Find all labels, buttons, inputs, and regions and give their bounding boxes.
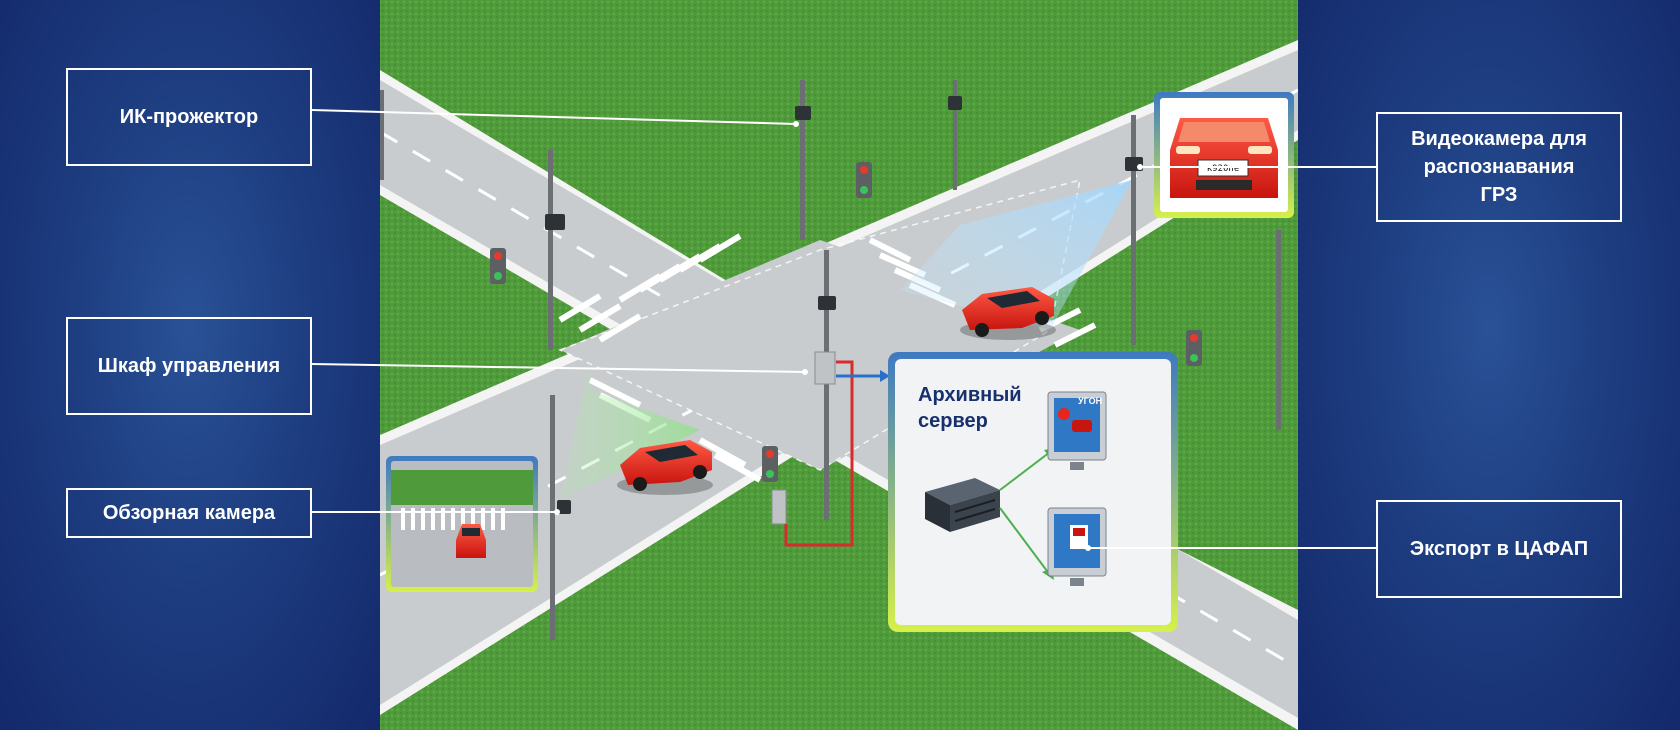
car-right <box>960 287 1056 340</box>
archive-server-panel <box>888 352 1178 632</box>
plate-camera-beam <box>900 180 1132 330</box>
label-overview-camera: Обзорная камера <box>66 488 312 538</box>
license-plate <box>1197 159 1249 177</box>
monitor-export-icon <box>1047 507 1107 586</box>
cable-red <box>784 360 854 547</box>
overview-camera-beam <box>560 360 700 500</box>
poles <box>380 80 1281 640</box>
server-link-1 <box>999 451 1051 491</box>
car-left <box>617 440 713 495</box>
archive-server-title: Архивный сервер <box>918 384 1022 432</box>
label-export: Экспорт в ЦАФАП <box>1376 500 1622 598</box>
label-ir-projector: ИК-прожектор <box>66 68 312 166</box>
monitor-theft-badge: УГОН <box>1078 396 1103 406</box>
license-plate-number: к920пе <box>1206 164 1240 174</box>
control-cabinet-box <box>814 351 836 385</box>
server-rack-icon <box>925 478 1000 532</box>
label-plate-camera: Видеокамера для распознавания ГРЗ <box>1376 112 1622 222</box>
right-panel <box>1298 0 1680 730</box>
cabinet-box-2 <box>771 489 787 525</box>
monitor-theft-icon <box>1047 391 1107 470</box>
server-link-2 <box>999 507 1051 576</box>
traffic-lights <box>490 162 1202 482</box>
plate-camera-inset <box>1154 92 1294 218</box>
label-control-cabinet: Шкаф управления <box>66 317 312 415</box>
cable-blue-arrow <box>880 370 890 382</box>
overview-camera-inset <box>386 456 538 592</box>
intersection-scene <box>380 0 1298 730</box>
